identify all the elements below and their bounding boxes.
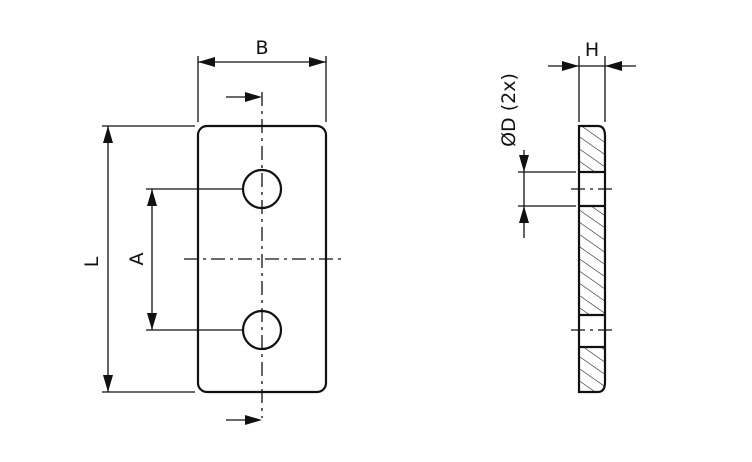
section-view: H ØD (2x)	[498, 39, 636, 394]
dimension-d: ØD (2x)	[498, 73, 576, 238]
dimension-d-label: ØD (2x)	[498, 73, 520, 147]
section-arrowhead-top	[245, 92, 262, 102]
dimension-h: H	[548, 39, 636, 122]
front-view: B L A	[81, 37, 342, 425]
dimension-l: L	[81, 125, 195, 393]
lower-bore	[579, 315, 605, 347]
dimension-a-label: A	[126, 253, 148, 266]
dimension-a: A	[126, 188, 243, 331]
dimension-h-label: H	[585, 39, 599, 61]
dimension-b-label: B	[255, 37, 268, 59]
dimension-b: B	[197, 37, 327, 122]
section-hatched-body	[579, 126, 605, 392]
dimension-l-label: L	[81, 256, 103, 267]
section-outline	[577, 124, 607, 394]
section-arrowhead-bottom	[245, 415, 262, 425]
